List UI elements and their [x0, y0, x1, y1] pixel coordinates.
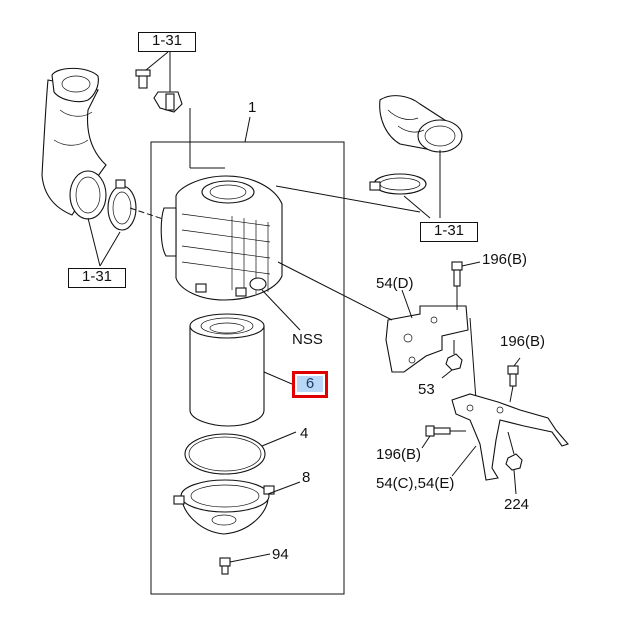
leader-top-ref-bolt [145, 51, 169, 71]
highlight-element[interactable]: 6 [292, 371, 328, 398]
nut-mid[interactable] [445, 353, 463, 371]
label-nss: NSS [292, 331, 323, 348]
bolt-left[interactable] [425, 425, 451, 437]
bracket-lower[interactable] [451, 393, 569, 481]
label-bracket-lower: 54(C),54(E) [376, 475, 455, 492]
label-nut-mid: 53 [418, 381, 435, 398]
label-bolt-left: 196(B) [376, 446, 422, 463]
hose-right[interactable] [379, 95, 463, 153]
label-cover: 8 [302, 469, 311, 486]
leader-bolt-right-down [509, 385, 514, 403]
nut-lower[interactable] [505, 453, 523, 471]
leader-bracket-lower [451, 445, 477, 477]
clamp-left[interactable] [107, 179, 137, 231]
label-bolt-upper: 196(B) [482, 251, 528, 268]
leader-nut-lower [513, 469, 517, 495]
leader-clamp-ref [403, 195, 431, 219]
leader-housing-bracket [277, 261, 393, 321]
o-ring-inner [188, 436, 262, 472]
label-ring: 4 [300, 425, 309, 442]
label-nut-lower: 224 [504, 496, 530, 513]
leader-left-duct [87, 217, 101, 267]
leader-nss [261, 289, 301, 331]
bracket-upper[interactable] [385, 305, 469, 373]
leader-nut-lower-up [507, 431, 515, 455]
leader-bolt-left [421, 435, 431, 449]
ref-box-right[interactable]: 1-31 [420, 222, 478, 242]
filter-element[interactable] [189, 313, 265, 427]
top-bolt[interactable] [135, 69, 151, 89]
o-ring[interactable] [184, 433, 266, 475]
sensor-bracket[interactable] [153, 91, 183, 113]
air-cleaner-housing[interactable] [160, 175, 283, 301]
assembly-frame [150, 141, 345, 595]
bolt-right[interactable] [507, 365, 519, 387]
leader-housing-ref [275, 185, 421, 213]
leader-assembly [244, 116, 251, 143]
leader-nut-mid [441, 369, 453, 379]
leader-bolt-right [513, 357, 521, 367]
clamp-right[interactable] [369, 173, 427, 195]
label-element: 6 [297, 376, 323, 392]
leader-bracket-link [469, 317, 477, 401]
label-assembly: 1 [248, 99, 257, 116]
intake-duct-left[interactable] [41, 67, 107, 220]
leader-bracket-upper [401, 289, 413, 319]
leader-ring [261, 431, 297, 447]
ref-box-left[interactable]: 1-31 [68, 268, 126, 288]
dust-cover[interactable] [173, 479, 275, 535]
leader-left-clamp [99, 231, 121, 267]
leader-element [263, 371, 293, 385]
leader-bolt-upper [461, 261, 481, 267]
label-bolt-right: 196(B) [500, 333, 546, 350]
bolt-upper[interactable] [451, 261, 463, 287]
label-bracket-upper: 54(D) [376, 275, 414, 292]
cover-bolt[interactable] [219, 557, 231, 575]
ref-box-top[interactable]: 1-31 [138, 32, 196, 52]
label-bolt-94: 94 [272, 546, 289, 563]
leader-bolt-94 [229, 553, 271, 563]
leader-cover [267, 481, 301, 495]
